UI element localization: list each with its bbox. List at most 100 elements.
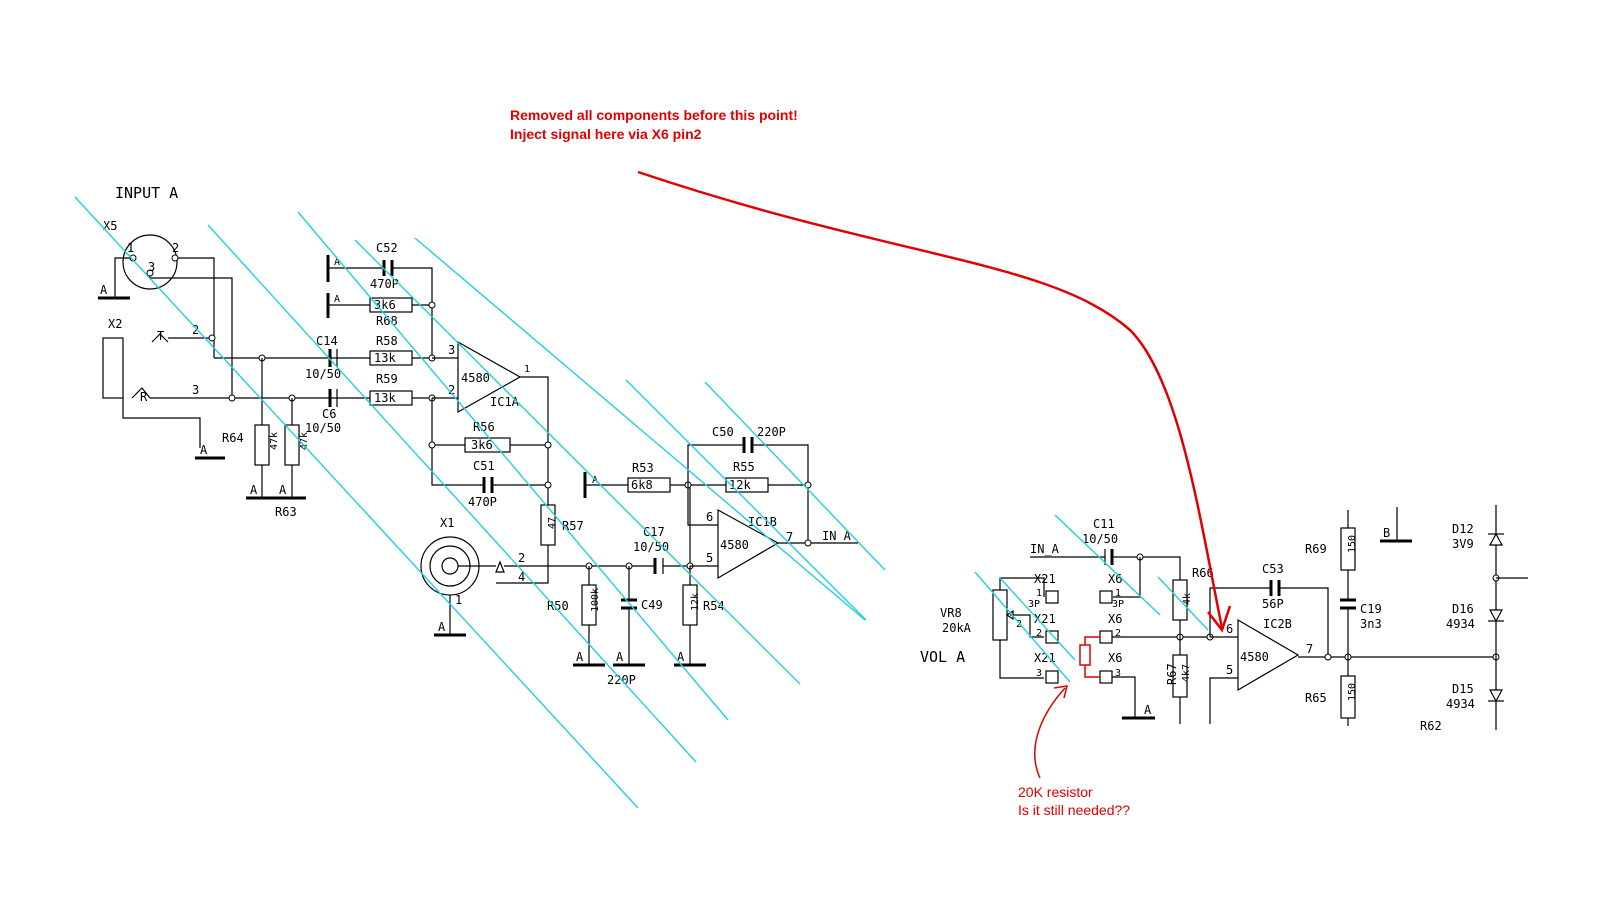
r69-resistor: 150 R69 — [1305, 510, 1358, 600]
x5-label: X5 — [103, 219, 117, 233]
x2-pin2-label: 2 — [192, 323, 199, 337]
r67-resistor: 4k7 R67 — [1165, 654, 1192, 724]
x5-pin1-label: 1 — [127, 241, 134, 255]
r69-value: 150 — [1347, 535, 1358, 553]
d12-value: 3V9 — [1452, 537, 1474, 551]
ic1a-pin1: 1 — [524, 364, 530, 375]
d12-label: D12 — [1452, 522, 1474, 536]
x1-pin1: 1 — [455, 593, 462, 607]
vol-a-label: VOL A — [920, 648, 965, 666]
r54-resistor: 12k R54 — [682, 566, 725, 665]
ic1b-output-label: IN_A — [822, 529, 852, 543]
x1-pin2: 2 — [518, 551, 525, 565]
x21-pin3: 3 — [1036, 668, 1042, 679]
left-circuit: INPUT A X5 1 2 3 A X2 A T 2 — [98, 184, 858, 687]
in-a-label: IN_A — [1030, 542, 1060, 556]
c14-value: 10/50 — [305, 367, 341, 381]
x6-label-1: X6 — [1108, 572, 1122, 586]
ic1a-pin2: 2 — [448, 383, 455, 397]
x6-pin2: 2 — [1115, 628, 1121, 639]
r53-value: 6k8 — [631, 478, 653, 492]
ic2b-pin6: 6 — [1226, 622, 1233, 636]
r63-value: 47k — [299, 432, 310, 450]
r59-resistor: 13k R59 — [369, 372, 413, 406]
r65-label: R65 — [1305, 691, 1327, 705]
r68-label: R68 — [376, 314, 398, 328]
c50-value: 220P — [757, 425, 786, 439]
d15-value: 4934 — [1446, 697, 1475, 711]
r66-resistor: 4k R66 — [1172, 566, 1214, 655]
c6-capacitor: C6 10/50 — [305, 389, 341, 435]
x6-connector: X6 X6 X6 1 2 3 3P A — [1099, 572, 1155, 720]
r67-label: R67 — [1165, 663, 1179, 685]
r53-label: R53 — [632, 461, 654, 475]
r64-label: R64 — [222, 431, 244, 445]
added-20k-resistor — [1079, 636, 1100, 678]
c51-capacitor: C51 470P — [468, 459, 548, 509]
x2-ring-label: R — [140, 390, 148, 404]
r64-resistor: 47k R64 — [222, 358, 280, 498]
x2-tip-label: T — [157, 329, 164, 343]
d16-diode: D16 4934 — [1446, 602, 1504, 631]
x6-label-3: X6 — [1108, 651, 1122, 665]
r56-value: 3k6 — [471, 438, 493, 452]
ic1a-pin3: 3 — [448, 343, 455, 357]
r66-label: R66 — [1192, 566, 1214, 580]
r57-value: 47 — [547, 517, 558, 529]
c49-capacitor: C49 220P — [607, 566, 663, 687]
c51-label: C51 — [473, 459, 495, 473]
x2-label: X2 — [108, 317, 122, 331]
gnd-x5: A — [100, 283, 108, 297]
r54-value: 12k — [690, 593, 701, 611]
ic1a-label: IC1A — [490, 395, 520, 409]
gnd-r50: A — [576, 650, 584, 664]
x5-xlr-connector: X5 1 2 3 A — [98, 219, 233, 398]
c50-capacitor: C50 220P — [687, 425, 809, 485]
r53-resistor: A 6k8 R53 — [583, 461, 726, 498]
ic1b-pin5: 5 — [706, 551, 713, 565]
gnd-x1: A — [438, 620, 446, 634]
x5-pin2-label: 2 — [172, 241, 179, 255]
c6-label: C6 — [322, 407, 336, 421]
x21-connector: X21 X21 X21 1 2 3 3P — [1028, 572, 1059, 684]
r56-label: R56 — [473, 420, 495, 434]
r59-label: R59 — [376, 372, 398, 386]
r55-label: R55 — [733, 460, 755, 474]
x6-pin3: 3 — [1115, 668, 1121, 679]
ic1b-opamp: 6 5 4580 IC1B 7 IN_A — [687, 485, 858, 580]
x1-label: X1 — [440, 516, 454, 530]
c53-value: 56P — [1262, 597, 1284, 611]
x2-pin3-label: 3 — [192, 383, 199, 397]
vr8-wiper-pin: 2 — [1016, 619, 1022, 630]
r64-value: 47k — [269, 432, 280, 450]
r55-value: 12k — [729, 478, 751, 492]
gnd-x2: A — [200, 443, 208, 457]
c17-capacitor: C17 10/50 — [633, 525, 669, 574]
top-note-line1: Removed all components before this point… — [510, 107, 798, 123]
x1-pin4: 4 — [518, 570, 525, 584]
ic2b-pin5: 5 — [1226, 663, 1233, 677]
c11-label: C11 — [1093, 517, 1115, 531]
r58-label: R58 — [376, 334, 398, 348]
c52-label: C52 — [376, 241, 398, 255]
c14-capacitor: C14 10/50 — [305, 334, 341, 381]
c19-capacitor: C19 3n3 — [1340, 598, 1382, 676]
ic1b-label: IC1B — [748, 515, 777, 529]
r69-label: R69 — [1305, 542, 1327, 556]
ic1a-opamp: 3 2 4580 IC1A 1 — [432, 340, 549, 505]
r58-value: 13k — [374, 351, 396, 365]
vr8-value: 20kA — [942, 621, 972, 635]
r59-value: 13k — [374, 391, 396, 405]
b-rail-label: B — [1383, 526, 1390, 540]
gnd-r64: A — [250, 483, 258, 497]
gnd-c52: A — [334, 257, 340, 268]
c17-label: C17 — [643, 525, 665, 539]
gnd-r54: A — [677, 650, 685, 664]
d12-zener-diode: D12 3V9 — [1452, 522, 1504, 551]
gnd-c49: A — [616, 650, 624, 664]
c51-value: 470P — [468, 495, 497, 509]
r62-label: R62 — [1420, 719, 1442, 733]
ic1a-part: 4580 — [461, 371, 490, 385]
x21-3p-label: 3P — [1028, 599, 1040, 610]
